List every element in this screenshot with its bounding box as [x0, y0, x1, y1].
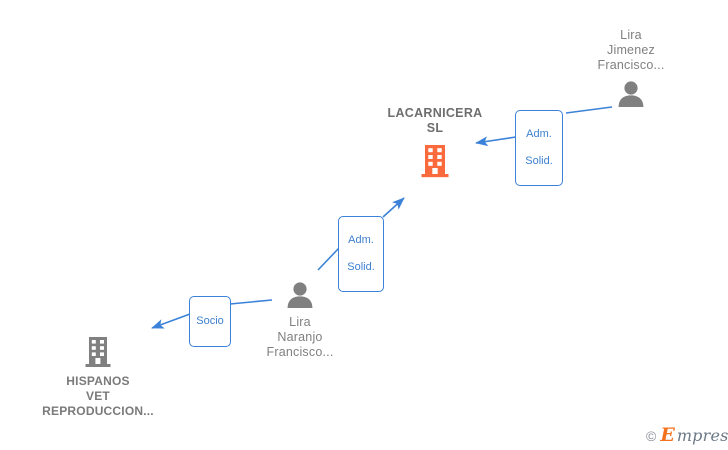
- logo-initial: E: [660, 424, 675, 446]
- connector-naranjo-to-label-adm: [317, 247, 340, 271]
- connector-naranjo-to-label-socio: [229, 299, 273, 305]
- node-hispanos-vet-icon-wrap: [33, 336, 163, 368]
- logo-wordmark: mpresia: [676, 425, 728, 445]
- edge-label-socio[interactable]: Socio: [189, 296, 231, 347]
- building-icon: [85, 337, 111, 367]
- person-icon: [287, 282, 313, 308]
- edge-label-adm-solid-jimenez[interactable]: Adm. Solid.: [515, 110, 563, 186]
- edge-label-line1: Adm.: [526, 127, 552, 140]
- edge-label-line2: Solid.: [347, 260, 375, 273]
- node-hispanos-vet-label: HISPANOS VET REPRODUCCION...: [42, 374, 154, 418]
- connector-label-socio-to-hispanos: [151, 313, 191, 329]
- node-lira-naranjo[interactable]: Lira Naranjo Francisco...: [235, 281, 365, 360]
- node-lacarnicera-icon-wrap: [370, 144, 500, 178]
- connector-label-adm-to-lacarnicera: [382, 197, 405, 218]
- building-icon: [421, 145, 449, 178]
- node-lira-jimenez[interactable]: Lira Jimenez Francisco...: [566, 28, 696, 108]
- node-hispanos-vet[interactable]: HISPANOS VET REPRODUCCION...: [33, 336, 163, 419]
- node-lacarnicera-label: LACARNICERA SL: [387, 106, 483, 135]
- edge-label-adm-solid-naranjo[interactable]: Adm. Solid.: [338, 216, 384, 292]
- edge-label-line2: Solid.: [525, 154, 553, 167]
- connector-jimenez-to-label: [565, 106, 613, 114]
- edge-label-line1: Socio: [196, 314, 224, 327]
- person-icon: [618, 81, 644, 107]
- connector-label-to-lacarnicera: [475, 136, 517, 147]
- node-lacarnicera[interactable]: LACARNICERA SL: [370, 106, 500, 178]
- empresia-logo: © E mpresia: [646, 426, 728, 445]
- node-lira-naranjo-label: Lira Naranjo Francisco...: [266, 315, 334, 359]
- node-lira-naranjo-icon-wrap: [235, 281, 365, 309]
- edge-label-line1: Adm.: [348, 233, 374, 246]
- node-lira-jimenez-icon-wrap: [566, 80, 696, 108]
- node-lira-jimenez-label: Lira Jimenez Francisco...: [597, 28, 665, 72]
- copyright-icon: ©: [646, 427, 657, 444]
